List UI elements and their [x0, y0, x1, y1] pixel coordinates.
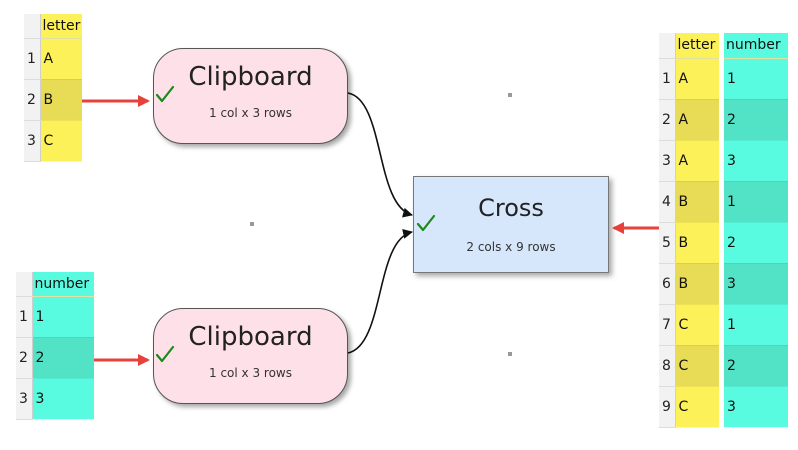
- column-gap: [719, 181, 724, 222]
- table-cross-result: letter number 1 A 1 2 A 2 3 A 3 4 B 1 5 …: [659, 33, 788, 428]
- checkmark-icon: [155, 345, 175, 363]
- node-title: Clipboard: [188, 62, 313, 92]
- row-number: 3: [659, 140, 676, 182]
- table-number: number 1 1 2 2 3 3: [16, 272, 94, 420]
- table-cell: 2: [724, 99, 788, 141]
- table-cell: 3: [724, 263, 788, 305]
- table-cell: B: [675, 181, 719, 223]
- row-number: 1: [16, 296, 33, 338]
- table-cell: B: [40, 79, 82, 121]
- row-number: 9: [659, 386, 676, 428]
- table-cell: 2: [32, 337, 94, 379]
- column-gap: [719, 58, 724, 99]
- checkmark-icon: [416, 214, 436, 232]
- column-gap: [719, 304, 724, 345]
- column-gap: [719, 222, 724, 263]
- table-cell: 1: [724, 304, 788, 346]
- column-gap: [719, 99, 724, 140]
- clipboard-node-letter[interactable]: Clipboard 1 col x 3 rows: [153, 48, 348, 144]
- row-number: 4: [659, 181, 676, 223]
- column-header-letter: letter: [40, 14, 82, 39]
- row-number: 2: [24, 79, 41, 121]
- column-gap: [719, 386, 724, 427]
- table-cell: 3: [724, 140, 788, 182]
- column-gap: [719, 33, 724, 58]
- checkmark-icon: [155, 85, 175, 103]
- row-number: 3: [24, 120, 41, 162]
- table-cell: C: [675, 386, 719, 428]
- table-letter: letter 1 A 2 B 3 C: [24, 14, 82, 162]
- row-number: 1: [24, 38, 41, 80]
- table-cell: 2: [724, 345, 788, 387]
- canvas-dot: [508, 352, 512, 356]
- column-header-number: number: [724, 33, 788, 59]
- row-number: 2: [16, 337, 33, 379]
- row-number: 6: [659, 263, 676, 305]
- node-title: Cross: [478, 194, 544, 222]
- row-number: 1: [659, 58, 676, 100]
- table-cell: C: [675, 304, 719, 346]
- table-cell: B: [675, 222, 719, 264]
- table-cell: 1: [32, 296, 94, 338]
- table-cell: A: [675, 58, 719, 100]
- node-title: Clipboard: [188, 322, 313, 352]
- table-cell: C: [675, 345, 719, 387]
- canvas-dot: [508, 93, 512, 97]
- table-cell: 3: [32, 378, 94, 420]
- edge-clipboard-bottom-to-cross: [347, 229, 413, 354]
- node-subtitle: 1 col x 3 rows: [209, 366, 292, 380]
- table-cell: 2: [724, 222, 788, 264]
- table-corner: [16, 272, 33, 297]
- column-header-number: number: [32, 272, 94, 297]
- table-cell: A: [675, 140, 719, 182]
- row-number: 7: [659, 304, 676, 346]
- table-cell: A: [40, 38, 82, 80]
- node-subtitle: 1 col x 3 rows: [209, 106, 292, 120]
- clipboard-node-number[interactable]: Clipboard 1 col x 3 rows: [153, 308, 348, 404]
- row-number: 5: [659, 222, 676, 264]
- row-number: 3: [16, 378, 33, 420]
- row-number: 8: [659, 345, 676, 387]
- table-cell: 1: [724, 181, 788, 223]
- column-header-letter: letter: [675, 33, 719, 59]
- column-gap: [719, 140, 724, 181]
- table-cell: C: [40, 120, 82, 162]
- cross-node[interactable]: Cross 2 cols x 9 rows: [413, 176, 609, 273]
- column-gap: [719, 263, 724, 304]
- node-subtitle: 2 cols x 9 rows: [466, 240, 556, 254]
- table-corner: [24, 14, 41, 39]
- table-cell: B: [675, 263, 719, 305]
- table-cell: 3: [724, 386, 788, 428]
- row-number: 2: [659, 99, 676, 141]
- column-gap: [719, 345, 724, 386]
- edge-clipboard-top-to-cross: [347, 92, 413, 218]
- table-cell: A: [675, 99, 719, 141]
- table-corner: [659, 33, 676, 59]
- table-cell: 1: [724, 58, 788, 100]
- canvas-dot: [250, 222, 254, 226]
